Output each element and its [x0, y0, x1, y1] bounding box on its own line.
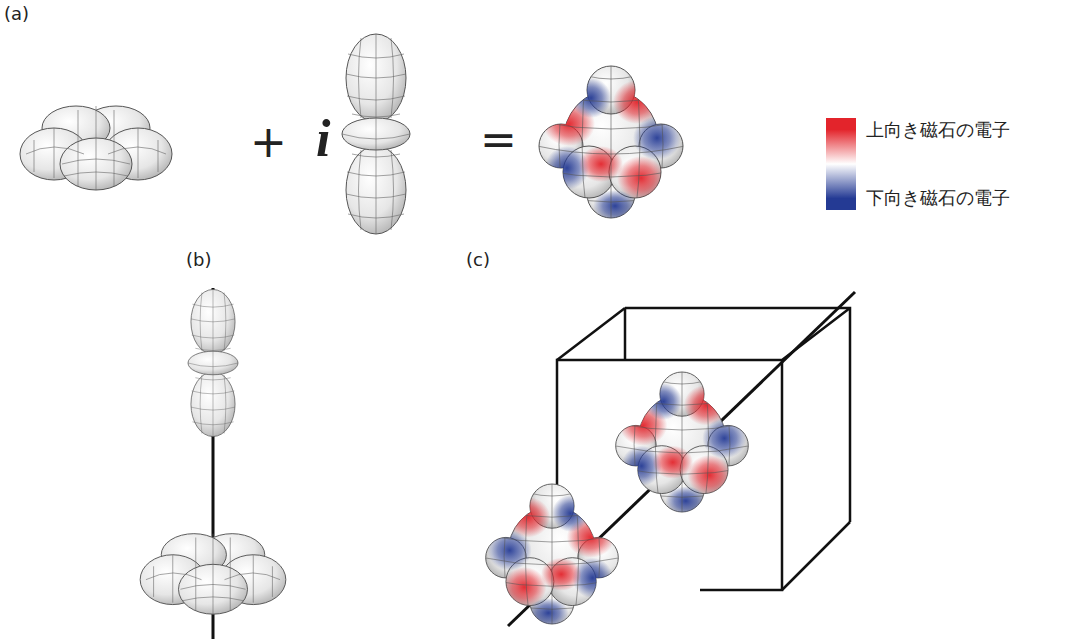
legend-swatch — [826, 164, 856, 210]
equals-sign: = — [480, 116, 517, 164]
imaginary-unit: i — [316, 110, 330, 167]
legend-text: 下向き磁石の電子 — [866, 188, 1010, 208]
legend-text: 上向き磁石の電子 — [866, 120, 1010, 140]
panel-label: (a) — [4, 4, 29, 24]
panel-label: (b) — [186, 250, 211, 270]
panel-label: (c) — [466, 250, 490, 270]
legend-swatch — [826, 118, 856, 164]
plus-sign: + — [250, 118, 287, 166]
